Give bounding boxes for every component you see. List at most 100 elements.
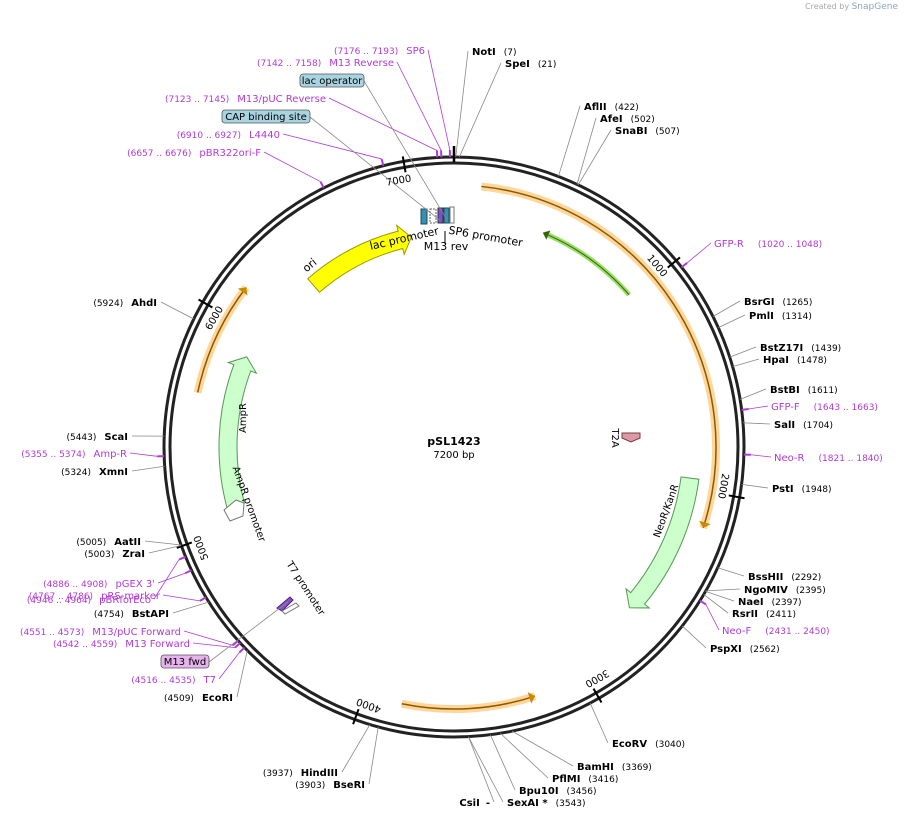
enzyme-position: (4509): [164, 694, 194, 704]
enzyme-name: RsrII: [732, 609, 758, 620]
enzyme-position: (1704): [803, 421, 833, 431]
enzyme-name: BsrGI: [744, 297, 774, 308]
enzyme-name: BstAPI: [132, 609, 169, 620]
primer-mark: [699, 599, 707, 606]
enzyme-position: (4754): [94, 610, 124, 620]
primer-range: (4767 .. 4786): [29, 592, 93, 602]
enzyme-site-rsrii: RsrII(2411): [732, 609, 796, 620]
enzyme-site-bsrgi: BsrGI(1265): [744, 297, 812, 308]
m13-fwd-label: M13 fwd: [164, 657, 206, 668]
leader-line: [368, 726, 379, 785]
tick-label: 2000: [715, 473, 730, 500]
leader-line: [172, 601, 209, 614]
tick-mark: [667, 256, 681, 269]
leader-line: [500, 732, 549, 779]
leader-line: [576, 117, 597, 185]
primer-range: (1020 .. 1048): [758, 240, 822, 250]
sp6-promoter-feature: [449, 206, 455, 224]
primer-leader: [183, 630, 234, 646]
primer-leader: [218, 652, 240, 680]
primer-leader: [748, 405, 769, 410]
m13-rev-feature: [437, 207, 444, 224]
credit-text: Created by: [805, 2, 850, 11]
enzyme-name: SnaBI: [615, 126, 647, 137]
primer-site-m13-puc-forward: (4551 .. 4573)M13/pUC Forward: [20, 627, 181, 638]
primer-range: (7142 .. 7158): [257, 59, 321, 69]
primer-site-gfp-r: GFP-R (1020 .. 1048): [714, 239, 822, 250]
primer-leader: [396, 61, 442, 151]
primer-mark: [184, 569, 192, 575]
enzyme-site-xmni: (5324)XmnI: [61, 467, 128, 478]
primer-mark: [741, 408, 749, 411]
enzyme-site-sexai-: SexAI *(3543): [507, 798, 586, 809]
tick-mark: [401, 156, 407, 173]
leader-line: [729, 346, 757, 358]
cap-binding-site-box: [221, 109, 311, 124]
enzyme-position: (3456): [567, 787, 597, 797]
primer-name: pBRforEco: [99, 595, 151, 606]
enzyme-position: (3543): [556, 799, 586, 809]
enzyme-name: EcoRV: [612, 739, 647, 750]
enzyme-position: (1478): [797, 356, 827, 366]
enzyme-name: BseRI: [333, 780, 365, 791]
enzyme-name: SpeI: [505, 59, 530, 70]
enzyme-name: PflMI: [552, 774, 580, 785]
enzyme-site-spei: SpeI (21): [505, 59, 556, 70]
primer-mark: [234, 642, 241, 649]
feature-leader: [309, 116, 441, 221]
enzyme-site-afei: AfeI(502): [600, 114, 655, 125]
leader-line: [681, 625, 707, 649]
enzyme-position: (3416): [588, 775, 618, 785]
enzyme-position: (1611): [808, 386, 838, 396]
enzyme-position: (2562): [750, 645, 780, 655]
enzyme-position: (21): [538, 60, 556, 70]
feature-leader: [208, 601, 289, 663]
gfp-arrowhead: [542, 230, 551, 240]
primer-name: GFP-R: [714, 239, 744, 250]
enzyme-name: BamHI: [577, 762, 614, 773]
leader-line: [589, 702, 609, 744]
primer-name: M13 Reverse: [329, 58, 394, 69]
leader-line: [468, 736, 504, 803]
enzyme-site-scai: (5443)ScaI: [66, 432, 128, 443]
primer-site-pgex-3-: (4886 .. 4908)pGEX 3': [43, 579, 155, 590]
leader-line: [341, 724, 371, 773]
enzyme-site-bstapi: (4754) BstAPI: [94, 609, 169, 620]
enzyme-site-pflmi: PflMI (3416): [552, 774, 618, 785]
primer-site-neo-f: Neo-F(2431 .. 2450): [722, 626, 830, 637]
enzyme-site-bamhi: BamHI(3369): [577, 762, 652, 773]
primer-name: M13/pUC Forward: [92, 627, 181, 638]
enzyme-position: (502): [631, 115, 655, 125]
primer-leader: [427, 49, 451, 151]
primer-leader: [153, 559, 180, 600]
primer-name: T7: [203, 675, 216, 686]
leader-line: [144, 540, 182, 546]
enzyme-position: (1314): [782, 312, 812, 322]
enzyme-name: PspXI: [710, 644, 742, 655]
primer-site-m13-puc-reverse: (7123 .. 7145)M13/pUC Reverse: [165, 94, 326, 105]
enzyme-name: AflII: [584, 102, 607, 113]
primer-range: (2431 .. 2450): [765, 627, 829, 637]
primer-site-prs-marker: (4767 .. 4786) pRS-marker: [29, 591, 161, 602]
primer-site-pbrforeco: (4946 .. 4964)pBRforEco: [27, 595, 151, 606]
enzyme-position: (2292): [791, 573, 821, 583]
lac-operator-box: [299, 73, 365, 88]
enzyme-site-ngomiv: NgoMIV(2395): [744, 585, 826, 596]
primer-name: pGEX 3': [115, 579, 155, 590]
primer-mark: [319, 181, 325, 189]
leader-line: [458, 62, 502, 158]
backbone-inner: [168, 161, 740, 733]
orf-line: [401, 695, 536, 710]
primer-range: (1821 .. 1840): [819, 454, 883, 464]
enzyme-position: (3040): [655, 740, 685, 750]
primer-mark: [380, 158, 385, 166]
cap-binding-site-feature: [420, 208, 428, 225]
leader-line: [455, 50, 469, 158]
tick-mark: [198, 298, 213, 309]
enzyme-name: BstBI: [770, 385, 800, 396]
primer-name: M13 Forward: [125, 639, 190, 650]
enzyme-name: NotI: [472, 47, 496, 58]
primer-name: pRS-marker: [101, 591, 161, 602]
primer-site-gfp-f: GFP-F(1643 .. 1663): [771, 402, 878, 413]
lac-operator-label: lac operator: [302, 76, 363, 87]
